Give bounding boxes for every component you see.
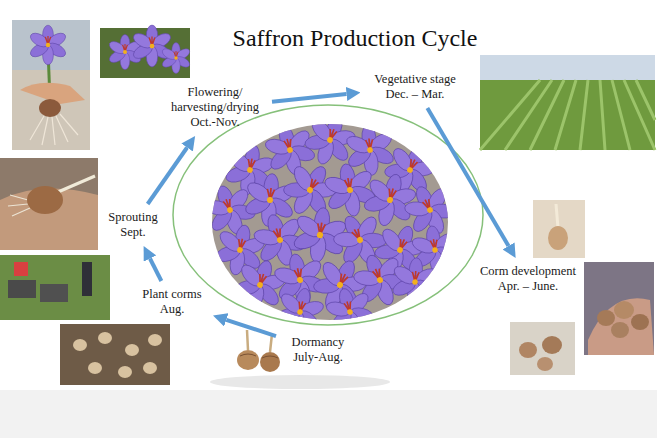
corm-roots-photo-part	[519, 342, 537, 358]
stage-text: Sprouting Sept.	[103, 210, 163, 240]
vegetative-field-photo	[480, 55, 655, 150]
cycle-arrow	[427, 108, 508, 246]
stage-text: Dormancy July-Aug.	[283, 335, 353, 365]
planting-photo-part	[40, 284, 68, 302]
crocus-hand-photo-part	[12, 20, 90, 70]
sprouting-corm-photo-part	[0, 158, 98, 250]
crocus-hand-photo-part	[30, 114, 78, 145]
stage-text: Corm development Apr. – June.	[475, 264, 581, 294]
dormant-corms-part	[260, 352, 280, 372]
corms-in-soil-photo-part	[118, 366, 132, 378]
stage-text: Plant corms Aug.	[138, 287, 206, 317]
cycle-arrow	[272, 94, 347, 102]
saffron-flower-photo	[198, 108, 464, 342]
corm-sprout-photo-part	[548, 226, 568, 250]
corm-roots-photo-part	[542, 336, 562, 354]
diagram-title: Saffron Production Cycle	[233, 24, 478, 52]
corm-roots-photo-part	[537, 357, 553, 371]
planting-photo-part	[82, 262, 92, 296]
dormant-corms-part	[240, 354, 278, 358]
crocus-hand-photo-part	[39, 99, 61, 117]
vegetative-field-photo-part	[480, 55, 655, 150]
corms-in-hands-photo-part	[611, 322, 629, 338]
saffron-flower-photo-part	[320, 282, 380, 342]
sprouting-corm-photo-part	[58, 176, 95, 192]
planting-photo-part	[8, 280, 36, 298]
corms-in-soil-photo-part	[60, 324, 170, 385]
corms-in-soil-photo-part	[88, 362, 102, 374]
cycle-arrow	[150, 258, 161, 281]
corms-in-soil-photo-part	[148, 334, 162, 346]
vegetative-field-photo-part	[480, 80, 655, 150]
corm-roots-photo	[510, 322, 575, 375]
saffron-flower-photo-part	[271, 283, 330, 342]
sprouting-corm-photo-part	[8, 195, 30, 216]
planting-photo-part	[14, 262, 28, 276]
stage-label: Sprouting Sept.	[100, 208, 166, 242]
stage-label: Dormancy July-Aug.	[280, 333, 356, 367]
corm-shadow	[210, 375, 390, 389]
cycle-arrow	[226, 320, 276, 336]
corms-in-hands-photo-part	[614, 301, 634, 319]
saffron-flower-photo-part	[228, 253, 292, 317]
stage-label: Corm development Apr. – June.	[472, 262, 584, 296]
dormant-corms-part	[237, 350, 259, 370]
cycle-ellipse	[173, 105, 483, 325]
corms-in-hands-photo-part	[631, 314, 649, 330]
corms-in-hands-photo-part	[597, 310, 615, 326]
crocus-hand-photo	[12, 20, 90, 150]
crocus-field-photo-part	[161, 43, 192, 74]
stage-label: Plant corms Aug.	[135, 285, 209, 319]
corms-in-soil-photo-part	[73, 339, 87, 351]
saffron-flower-photo-part	[259, 119, 321, 181]
corm-sprout-photo-part	[556, 204, 558, 228]
cycle-arrow	[148, 147, 187, 204]
corms-in-soil-photo	[60, 324, 170, 385]
corms-in-hands-photo-part	[584, 262, 654, 355]
corms-in-soil-photo-part	[98, 332, 112, 344]
corms-in-hands-photo	[584, 262, 654, 355]
vegetative-field-photo-part	[480, 80, 655, 150]
planting-photo-part	[0, 255, 110, 320]
corms-in-soil-photo-part	[125, 344, 139, 356]
stage-label: Flowering/ harvesting/drying Oct.-Nov.	[162, 83, 268, 132]
corm-sprout-photo-part	[533, 200, 585, 258]
stage-label: Vegetative stage Dec. – Mar.	[365, 70, 466, 104]
corms-in-hands-photo-part	[588, 298, 654, 355]
corm-roots-photo-part	[510, 322, 575, 375]
saffron-flower-photo-part	[389, 256, 441, 308]
sprouting-corm-photo-part	[27, 186, 63, 214]
bottom-band	[0, 390, 657, 438]
stage-text: Vegetative stage Dec. – Mar.	[368, 72, 463, 102]
crocus-hand-photo-part	[12, 20, 90, 150]
planting-photo	[0, 255, 110, 320]
crocus-hand-photo-part	[28, 25, 68, 65]
corm-sprout-photo	[533, 200, 585, 258]
corms-in-soil-photo-part	[143, 362, 157, 374]
crocus-field-photo	[100, 25, 191, 78]
sprouting-corm-photo	[0, 158, 98, 250]
stage-text: Flowering/ harvesting/drying Oct.-Nov.	[165, 85, 265, 130]
